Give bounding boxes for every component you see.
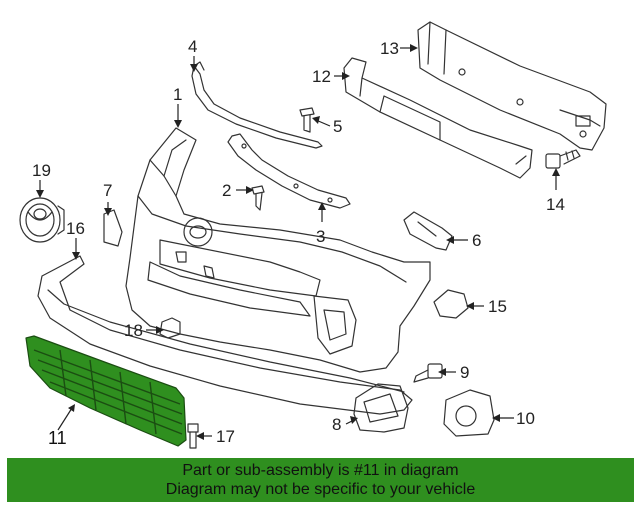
banner-line-2: Diagram may not be specific to your vehi… <box>165 481 476 498</box>
callout-12: 12 <box>312 67 331 86</box>
callout-10: 10 <box>516 409 535 428</box>
callout-18: 18 <box>124 321 143 340</box>
callout-11: 11 <box>48 428 67 448</box>
bolt-part-9 <box>413 363 443 383</box>
bumper-cover-part <box>125 127 431 373</box>
part-notice-banner: Part or sub-assembly is #11 in diagram D… <box>7 458 634 502</box>
bumper-side-strip-part <box>191 61 323 149</box>
callout-19: 19 <box>32 161 51 180</box>
callout-2: 2 <box>222 181 231 200</box>
callout-13: 13 <box>380 39 399 58</box>
screw-part-17 <box>187 423 199 449</box>
lower-grille-part-11-highlighted <box>25 335 187 447</box>
callout-17: 17 <box>216 427 235 446</box>
side-bracket-part-6 <box>403 211 453 251</box>
callout-6: 6 <box>472 231 481 250</box>
callout-15: 15 <box>488 297 507 316</box>
callout-1: 1 <box>173 85 182 104</box>
callout-4: 4 <box>188 37 197 56</box>
banner-line-1: Part or sub-assembly is #11 in diagram <box>182 462 459 479</box>
emblem-part-19 <box>19 197 65 243</box>
clip-part-5 <box>299 107 315 133</box>
lower-spoiler-part <box>37 255 413 415</box>
callout-14: 14 <box>546 195 565 214</box>
clip-part-7 <box>103 209 123 247</box>
bumper-reinforcement-part <box>417 21 607 151</box>
clip-part-2 <box>251 185 265 211</box>
callout-3: 3 <box>316 227 325 246</box>
callout-8: 8 <box>332 415 341 434</box>
callout-16: 16 <box>66 219 85 238</box>
callout-5: 5 <box>333 117 342 136</box>
parts-diagram: 4 1 5 2 3 6 7 8 9 10 11 12 13 14 15 16 1… <box>19 21 607 449</box>
energy-absorber-part <box>343 57 533 179</box>
bolt-part-14 <box>545 149 581 169</box>
callout-9: 9 <box>460 363 469 382</box>
fog-lamp-cover-part-10 <box>443 389 495 437</box>
callout-7: 7 <box>103 181 112 200</box>
bracket-part-15 <box>433 289 469 319</box>
clip-part-18 <box>159 317 181 339</box>
retainer-bracket-part <box>227 133 351 209</box>
